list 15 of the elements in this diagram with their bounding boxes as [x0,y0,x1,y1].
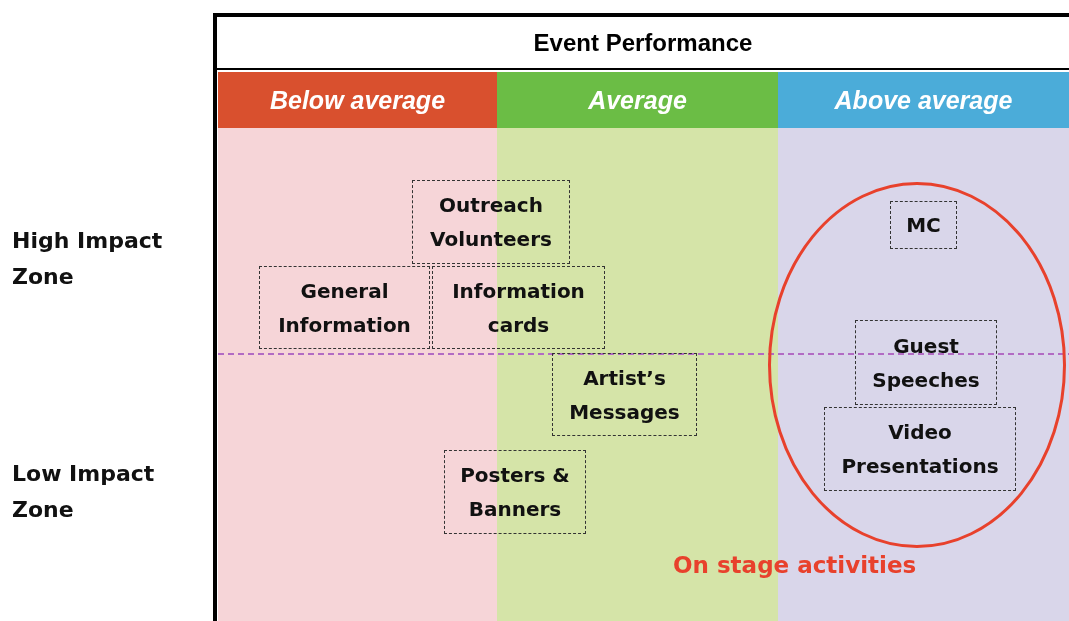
activity-box: Posters & Banners [444,450,586,534]
zone-label: High Impact Zone [12,227,164,291]
activity-box: Video Presentations [824,407,1016,491]
oval-outline [768,182,1066,548]
zone-label: Low Impact Zone [12,460,156,524]
activity-box: Outreach Volunteers [412,180,570,264]
activity-box: Artist’s Messages [552,353,697,436]
activity-box: Information cards [432,266,605,349]
activity-box: Guest Speeches [855,320,997,405]
oval-caption: On stage activities [673,552,918,578]
column-header: Average [497,72,778,128]
activity-box: General Information [259,266,430,349]
column-header: Above average [778,72,1069,128]
activity-box: MC [890,201,957,249]
column-header: Below average [218,72,497,128]
